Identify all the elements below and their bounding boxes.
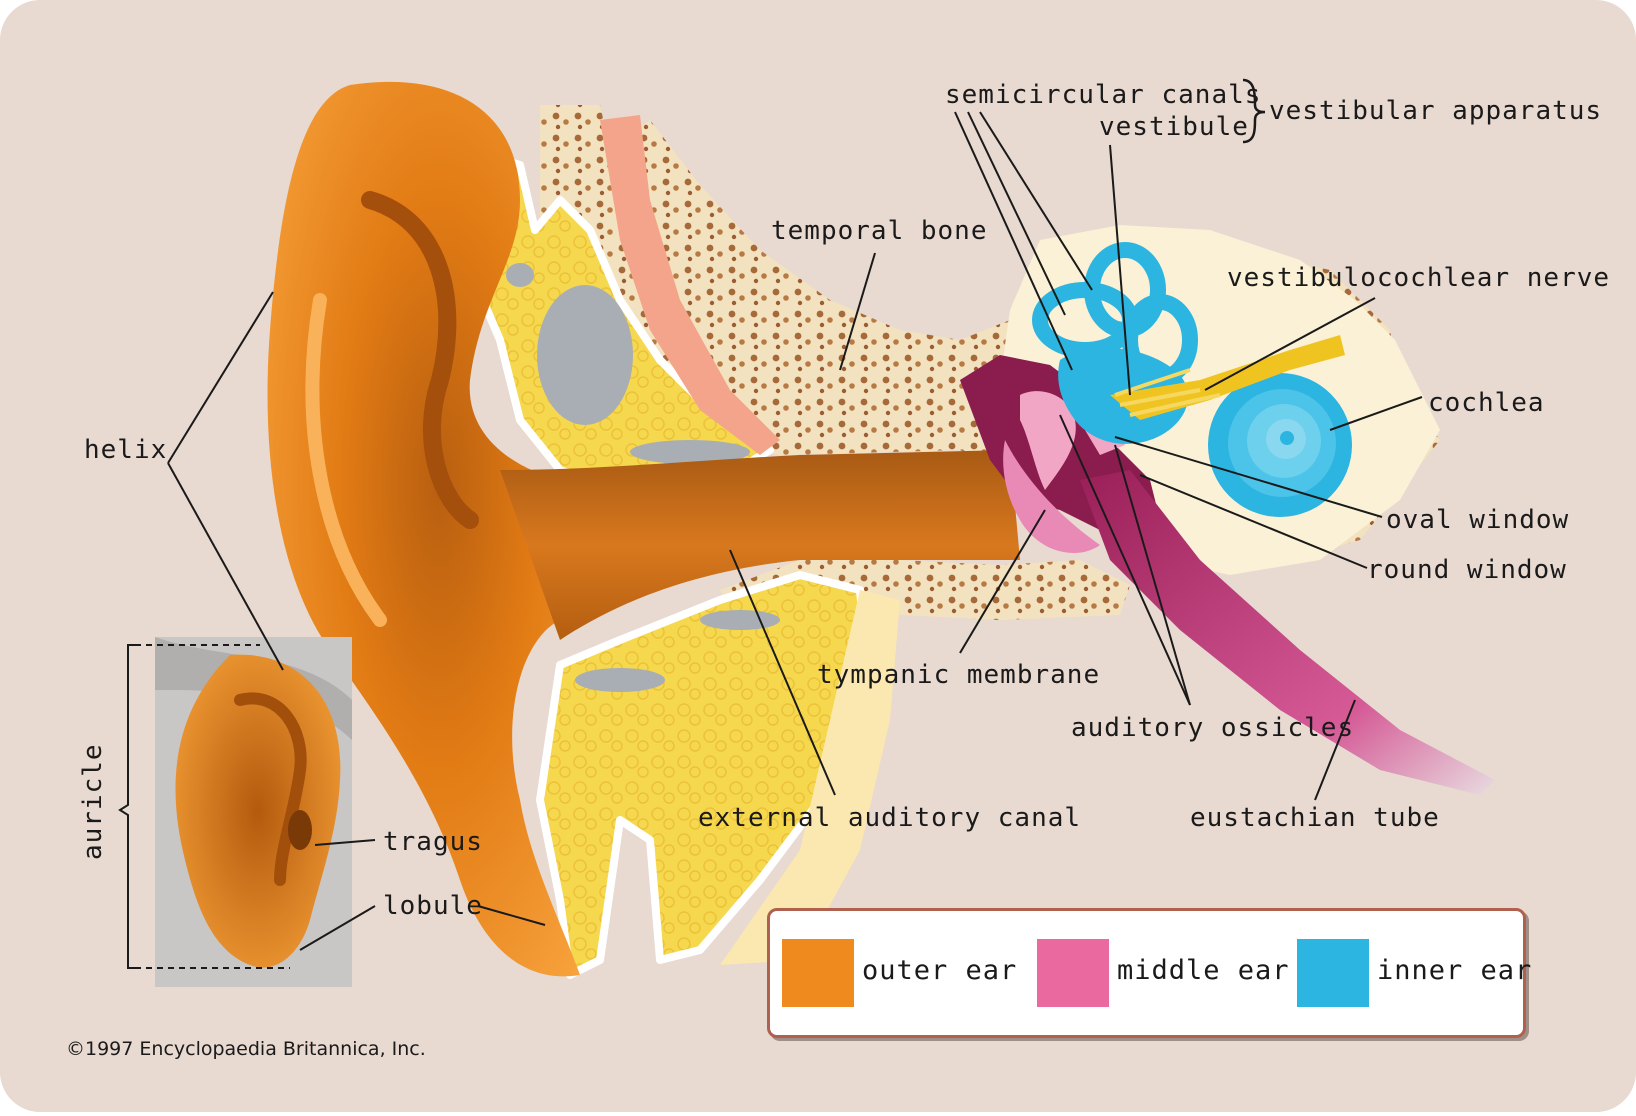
leader-lines xyxy=(167,111,1423,951)
nerve-fibers xyxy=(1114,368,1221,417)
cavity xyxy=(575,668,665,692)
cavity xyxy=(630,440,750,464)
legend-label-inner-ear: inner ear xyxy=(1377,955,1533,986)
cavity xyxy=(506,263,534,287)
label-lobule: lobule xyxy=(383,891,483,921)
legend-swatch-outer-ear xyxy=(782,939,854,1007)
label-temporal-bone: temporal bone xyxy=(771,216,988,246)
legend-swatch-inner-ear xyxy=(1297,939,1369,1007)
legend-box: outer ear middle ear inner ear xyxy=(767,908,1531,1038)
legend-label-outer-ear: outer ear xyxy=(862,955,1018,986)
eustachian-tube-shape xyxy=(1080,470,1495,795)
label-tympanic-membrane: tympanic membrane xyxy=(817,660,1101,690)
vestibular-brace xyxy=(1242,78,1266,144)
cavity xyxy=(537,285,633,425)
tympanic-membrane-shape xyxy=(1003,440,1100,553)
legend-label-middle-ear: middle ear xyxy=(1117,955,1290,986)
label-vestibular-apparatus: vestibular apparatus xyxy=(1269,96,1603,126)
inset-ear-canal xyxy=(288,810,312,850)
label-oval-window: oval window xyxy=(1386,505,1570,535)
label-helix: helix xyxy=(84,435,168,465)
label-auditory-ossicles: auditory ossicles xyxy=(1071,713,1355,743)
label-semicircular-canals: semicircular canals xyxy=(945,80,1262,110)
cochlea-shape xyxy=(1208,373,1352,517)
inset-ear-fold xyxy=(234,692,307,886)
label-vestibulocochlear-nerve: vestibulocochlear nerve xyxy=(1227,263,1611,293)
auricle-bracket xyxy=(118,644,290,969)
ossicles-shape xyxy=(1020,391,1076,490)
legend-swatch-middle-ear xyxy=(1037,939,1109,1007)
copyright-text: ©1997 Encyclopaedia Britannica, Inc. xyxy=(66,1038,426,1060)
label-vestibule: vestibule xyxy=(1099,112,1249,142)
pale-tissue xyxy=(720,590,900,965)
helix-rim-highlight xyxy=(305,293,387,627)
label-auricle: auricle xyxy=(78,743,108,860)
antihelix-fold xyxy=(361,191,479,529)
muscle-stripe xyxy=(600,115,780,455)
label-tragus: tragus xyxy=(383,827,483,857)
auricle-shape xyxy=(267,81,580,977)
external-canal-shape xyxy=(500,450,1020,640)
label-external-auditory-canal: external auditory canal xyxy=(698,803,1082,833)
cavity xyxy=(700,610,780,630)
label-round-window: round window xyxy=(1367,555,1567,585)
label-cochlea: cochlea xyxy=(1428,388,1545,418)
label-eustachian-tube: eustachian tube xyxy=(1190,803,1440,833)
